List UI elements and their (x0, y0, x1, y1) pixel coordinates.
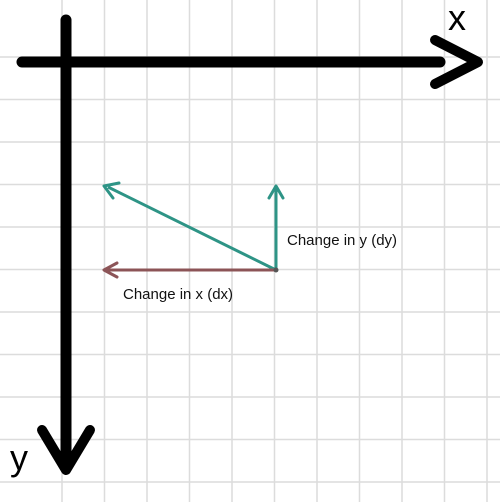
dy-annotation: Change in y (dy) (287, 232, 398, 249)
vector-origin-dot (273, 267, 279, 273)
x-axis-arrow-icon (430, 35, 483, 89)
resultant-arrowhead-icon (102, 181, 121, 200)
dx-annotation: Change in x (dx) (123, 286, 234, 303)
dx-arrowhead-icon (102, 261, 119, 279)
resultant-vector (107, 185, 277, 272)
dy-arrowhead-icon (267, 184, 285, 200)
x-axis-label: x (448, 0, 466, 38)
y-axis-arrow-icon (37, 425, 95, 475)
y-axis-label: y (10, 437, 28, 478)
